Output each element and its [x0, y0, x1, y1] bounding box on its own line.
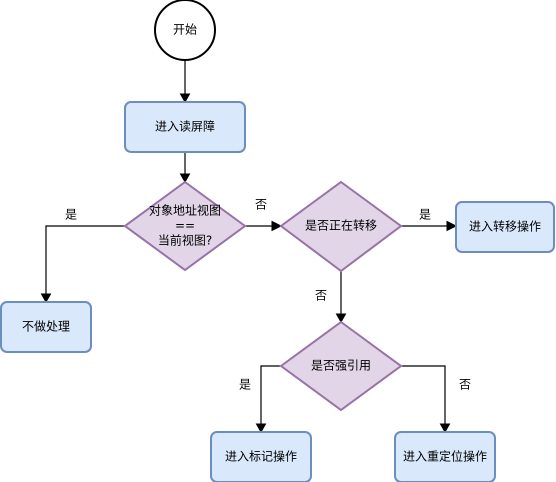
- edges: [40, 60, 458, 434]
- enter-mark-label: 进入标记操作: [225, 449, 297, 464]
- edge-label-moving-no: 否: [315, 289, 327, 303]
- edge-label-compare-no: 否: [255, 198, 267, 212]
- enter-read-barrier-node: 进入读屏障: [124, 101, 246, 153]
- no-process-node: 不做处理: [0, 301, 92, 353]
- is-moving-label: 是否正在转移: [305, 218, 377, 233]
- edge-strong-no: [401, 365, 446, 426]
- enter-mark-node: 进入标记操作: [210, 431, 312, 482]
- compare-label-line1: 对象地址视图: [149, 203, 221, 218]
- is-strong-ref-decision: 是否强引用: [279, 320, 403, 412]
- edge-label-strong-yes: 是: [239, 378, 251, 392]
- compare-label-line3: 当前视图?: [158, 233, 212, 248]
- start-node: 开始: [154, 0, 216, 61]
- edge-arrowhead: [40, 293, 52, 304]
- edge-arrowhead: [446, 220, 458, 232]
- edge-label-moving-yes: 是: [419, 208, 431, 222]
- compare-view-decision: 对象地址视图 == 当前视图?: [123, 180, 247, 272]
- compare-label-line2: ==: [175, 219, 195, 233]
- edge-strong-yes: [260, 365, 281, 426]
- start-label: 开始: [173, 23, 197, 37]
- enter-move-node: 进入转移操作: [455, 201, 555, 253]
- enter-move-label: 进入转移操作: [469, 219, 541, 234]
- enter-relocate-label: 进入重定位操作: [403, 449, 487, 464]
- edge-arrowhead: [179, 93, 191, 104]
- edge-arrowhead: [255, 423, 267, 434]
- no-process-label: 不做处理: [22, 319, 70, 334]
- edge-label-compare-yes: 是: [65, 208, 77, 222]
- is-moving-decision: 是否正在转移: [279, 180, 403, 273]
- edge-labels: 是 否 是 否 是 否: [65, 198, 471, 392]
- edge-arrowhead: [335, 313, 347, 324]
- edge-arrowhead: [271, 220, 283, 232]
- is-strong-ref-label: 是否强引用: [311, 359, 371, 373]
- edge-label-strong-no: 否: [459, 378, 471, 392]
- enter-relocate-node: 进入重定位操作: [394, 431, 496, 482]
- edge-compare-yes: [45, 225, 125, 296]
- edge-arrowhead: [179, 173, 191, 184]
- enter-read-barrier-label: 进入读屏障: [155, 119, 215, 134]
- edge-arrowhead: [439, 423, 451, 434]
